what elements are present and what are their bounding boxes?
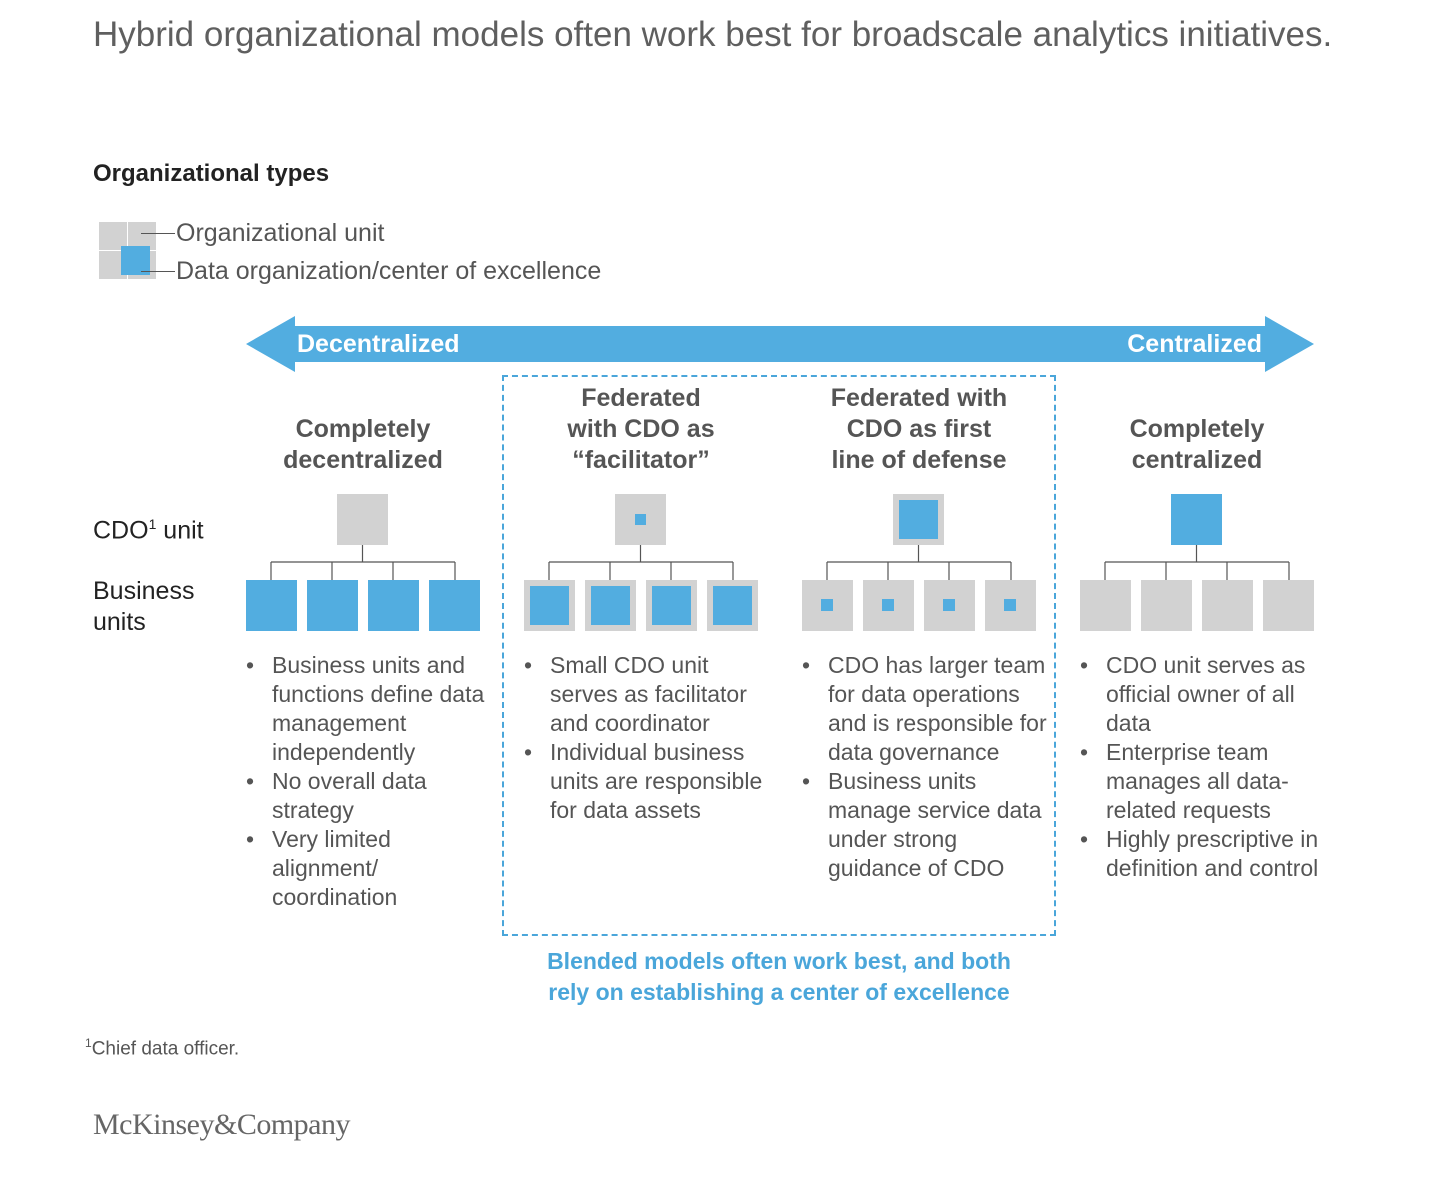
column-heading-centralized: Completely centralized: [1129, 415, 1265, 474]
list-item: Highly prescriptive in definition and co…: [1080, 825, 1320, 883]
bullets-decentralized: Business units and functions define data…: [246, 651, 491, 912]
business-unit-box: [246, 580, 297, 631]
business-unit-data-org: [713, 586, 752, 625]
spectrum-arrow: [246, 316, 1314, 372]
business-unit-box: [368, 580, 419, 631]
cdo-unit-box: [337, 494, 388, 545]
bullets-centralized: CDO unit serves as official owner of all…: [1080, 651, 1320, 883]
connector-lines: [270, 545, 456, 580]
cdo-data-org-small: [635, 514, 646, 525]
list-item: CDO has larger team for data operations …: [802, 651, 1047, 767]
business-unit-box: [307, 580, 358, 631]
blended-models-note: Blended models often work best, and both…: [547, 948, 1011, 1005]
business-unit-data-org: [591, 586, 630, 625]
legend-leader-line: [141, 271, 175, 272]
business-unit-box: [1263, 580, 1314, 631]
column-heading-decentralized: Completely decentralized: [283, 415, 443, 474]
legend-leader-line: [141, 233, 175, 234]
business-unit-data-org: [652, 586, 691, 625]
business-unit-data-org-small: [1004, 599, 1016, 611]
org-chart-decentralized: [246, 494, 480, 631]
legend-data-org-label: Data organization/center of excellence: [176, 257, 602, 285]
legend-org-unit-label: Organizational unit: [176, 219, 385, 247]
connector-lines: [826, 545, 1012, 580]
mckinsey-logo: McKinsey&Company: [93, 1108, 350, 1141]
list-item: Small CDO unit serves as facilitator and…: [524, 651, 769, 738]
cdo-unit-box: [1171, 494, 1222, 545]
page-title: Hybrid organizational models often work …: [93, 15, 1333, 54]
row-label-business-units: Business units: [93, 577, 195, 636]
business-unit-box: [1141, 580, 1192, 631]
row-label-cdo-unit: CDO1 unit: [93, 516, 204, 545]
column-heading-federated-first-line: Federated with CDO as first line of defe…: [830, 384, 1008, 474]
section-heading: Organizational types: [93, 160, 330, 187]
list-item: Business units manage service data under…: [802, 767, 1047, 883]
business-unit-data-org-small: [882, 599, 894, 611]
list-item: Very limited alignment/ coordination: [246, 825, 491, 912]
list-item: Business units and functions define data…: [246, 651, 491, 767]
list-item: Individual business units are responsibl…: [524, 738, 769, 825]
business-unit-box: [429, 580, 480, 631]
business-unit-data-org-small: [821, 599, 833, 611]
blended-models-box: [502, 375, 1056, 936]
cdo-data-org-large: [899, 500, 938, 539]
bullets-federated-first-line: CDO has larger team for data operations …: [802, 651, 1047, 883]
connector-lines: [548, 545, 734, 580]
business-unit-box: [1202, 580, 1253, 631]
business-unit-data-org: [530, 586, 569, 625]
footnote: 1Chief data officer.: [85, 1036, 240, 1060]
legend-data-org-swatch: [121, 246, 150, 275]
spectrum-left-label: Decentralized: [297, 330, 460, 358]
column-heading-federated-facilitator: Federated with CDO as “facilitator”: [567, 384, 715, 474]
connector-lines: [1104, 545, 1290, 580]
legend: Organizational unit Data organization/ce…: [99, 219, 659, 285]
list-item: CDO unit serves as official owner of all…: [1080, 651, 1320, 738]
org-chart-federated-facilitator: [524, 494, 758, 631]
list-item: Enterprise team manages all data-related…: [1080, 738, 1320, 825]
business-unit-data-org-small: [943, 599, 955, 611]
org-chart-centralized: [1080, 494, 1314, 631]
list-item: No overall data strategy: [246, 767, 491, 825]
spectrum-right-label: Centralized: [1127, 330, 1262, 358]
business-unit-box: [1080, 580, 1131, 631]
bullets-federated-facilitator: Small CDO unit serves as facilitator and…: [524, 651, 769, 825]
org-chart-federated-first-line: [802, 494, 1036, 631]
